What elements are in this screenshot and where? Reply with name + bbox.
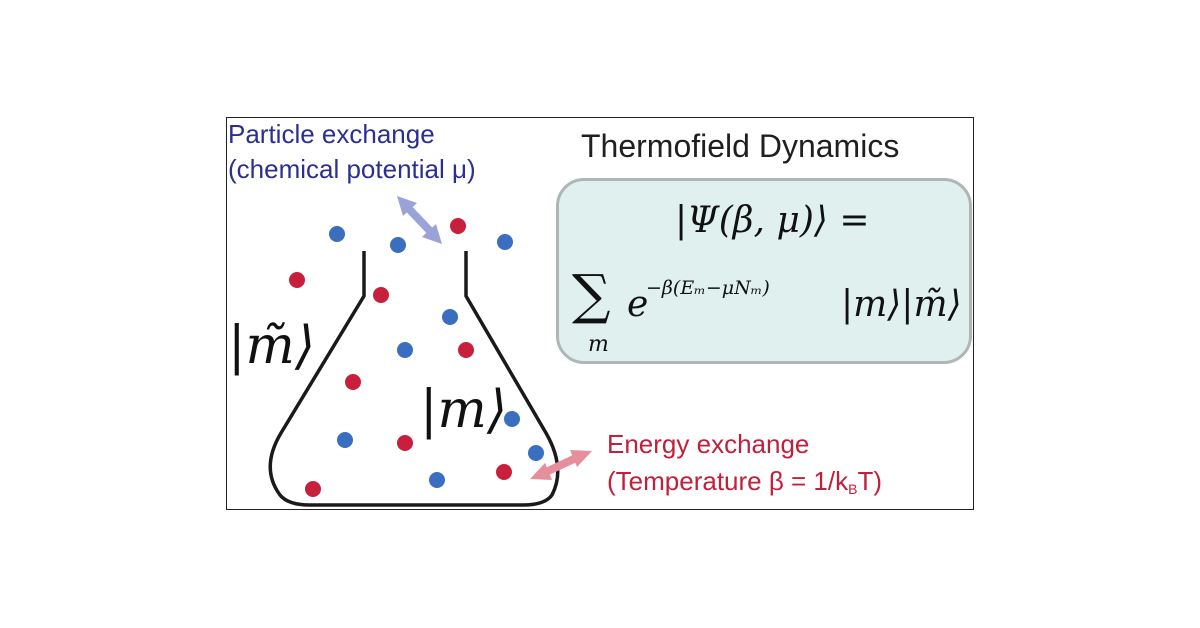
blue-particle bbox=[329, 226, 345, 242]
ket-m-label: |m⟩ bbox=[420, 380, 508, 440]
blue-particle bbox=[442, 309, 458, 325]
blue-particle bbox=[504, 411, 520, 427]
exponential-base: e bbox=[627, 284, 649, 325]
blue-particle bbox=[528, 445, 544, 461]
blue-particle bbox=[497, 234, 513, 250]
red-particle bbox=[450, 218, 466, 234]
temperature-label: (Temperature β = 1/kBT) bbox=[607, 468, 882, 496]
red-particle bbox=[397, 435, 413, 451]
red-particle bbox=[373, 287, 389, 303]
energy-exchange-arrow bbox=[530, 450, 592, 480]
red-particle bbox=[458, 342, 474, 358]
temperature-suffix: T) bbox=[857, 466, 882, 496]
exponent: −β(Eₘ−μNₘ) bbox=[646, 277, 770, 299]
red-particle bbox=[305, 481, 321, 497]
red-particles bbox=[289, 218, 512, 497]
blue-particles bbox=[329, 226, 544, 488]
figure-title: Thermofield Dynamics bbox=[581, 128, 900, 164]
blue-particle bbox=[337, 432, 353, 448]
temperature-prefix: (Temperature β = 1/k bbox=[607, 466, 849, 496]
ket-m-tilde-label: |m̃⟩ bbox=[228, 316, 316, 376]
equation-kets: |m⟩|m̃⟩ bbox=[841, 284, 962, 325]
sum-symbol: ∑ bbox=[572, 263, 611, 326]
equation-box bbox=[556, 178, 972, 364]
blue-particle bbox=[397, 342, 413, 358]
flask-outline bbox=[268, 251, 560, 507]
red-particle bbox=[496, 464, 512, 480]
sum-index: m bbox=[588, 332, 609, 357]
red-particle bbox=[289, 272, 305, 288]
temperature-subscript: B bbox=[848, 481, 858, 497]
particle-exchange-label: Particle exchange bbox=[228, 119, 435, 149]
blue-particle bbox=[390, 237, 406, 253]
particle-exchange-arrow bbox=[397, 196, 442, 244]
blue-particle bbox=[429, 472, 445, 488]
red-particle bbox=[345, 374, 361, 390]
energy-exchange-label: Energy exchange bbox=[607, 429, 810, 459]
chemical-potential-label: (chemical potential μ) bbox=[228, 154, 476, 184]
equation-line1: |Ψ(β, μ)⟩ = bbox=[675, 200, 870, 241]
